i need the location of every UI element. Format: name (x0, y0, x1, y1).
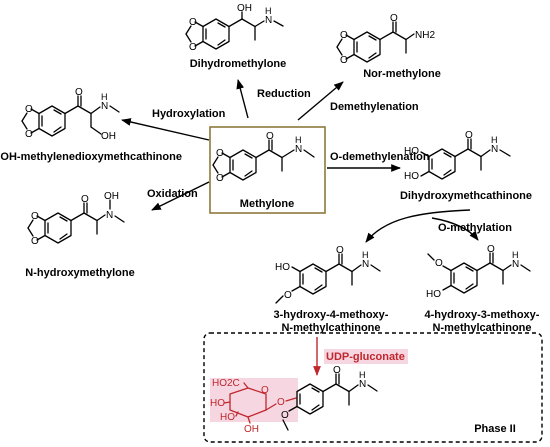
atom-o: O (25, 129, 33, 140)
hm1-structure: HO O O N H (275, 245, 381, 304)
demethylenation-arrow (297, 81, 344, 121)
reduction-arrow (236, 79, 249, 119)
atom-ho2c: HO2C (212, 378, 240, 389)
atom-oh: OH (104, 191, 119, 202)
atom-ho: HO (220, 412, 235, 423)
n-hydroxymethylone-structure: O O O N OH (27, 191, 125, 247)
atom-n: N (265, 15, 272, 26)
atom-oh: OH (244, 424, 259, 435)
atom-o: O (487, 244, 495, 255)
atom-n: N (106, 210, 113, 221)
atom-h: H (265, 6, 272, 16)
oh-methylenedioxy-structure: O O O OH N H (21, 87, 120, 142)
atom-o: O (284, 290, 292, 301)
hm2-structure: O HO O N H (426, 244, 531, 300)
dihydromethylone-label: Dihydromethylone (190, 58, 287, 70)
atom-o: O (277, 397, 285, 408)
atom-n: N (359, 379, 366, 390)
atom-o: O (336, 245, 344, 256)
phase-ii-box (203, 332, 543, 443)
atom-o: O (75, 87, 83, 98)
dihydroxymethcathinone-label: Dihydroxymethcathinone (400, 190, 532, 202)
udp-label: UDP-gluconate (326, 351, 405, 363)
oxidation-label: Oxidation (147, 188, 198, 200)
atom-o: O (31, 236, 39, 247)
phase-ii-label: Phase II (474, 423, 516, 435)
hydroxylation-label: Hydroxylation (152, 108, 226, 120)
atom-n: N (295, 144, 302, 155)
atom-ho: HO (404, 171, 419, 182)
dihydromethylone-structure: O O OH N H (185, 3, 284, 53)
atom-ho: HO (426, 289, 441, 300)
atom-n: N (362, 259, 369, 270)
atom-n: N (101, 101, 108, 112)
atom-o: O (31, 211, 39, 222)
odemethylenation-label: O-demethylenation (330, 151, 430, 163)
atom-nh2: NH2 (415, 30, 435, 41)
hm1-label-line1: 3-hydroxy-4-methoxy- (274, 309, 389, 321)
omethylation-label: O-methylation (438, 222, 512, 234)
atom-o: O (333, 365, 341, 376)
atom-o: O (281, 410, 289, 421)
atom-ho: HO (404, 146, 419, 157)
atom-h: H (362, 250, 369, 260)
atom-oh: OH (237, 3, 252, 14)
atom-n: N (491, 144, 498, 155)
omethylation-arrow-left (365, 209, 471, 243)
atom-o: O (390, 13, 398, 24)
normethylone-label: Nor-methylone (363, 68, 441, 80)
demethylenation-label: Demethylenation (330, 101, 419, 113)
atom-o: O (465, 130, 473, 141)
atom-o: O (25, 104, 33, 115)
atom-o: O (216, 148, 224, 159)
hm2-label-line1: 4-hydroxy-3-methoxy- (425, 309, 540, 321)
atom-n: N (512, 259, 519, 270)
methylone-frame (209, 126, 326, 214)
atom-h: H (359, 370, 366, 380)
reduction-label: Reduction (257, 88, 311, 100)
atom-h: H (295, 135, 302, 145)
atom-h: H (491, 135, 498, 145)
methylone-structure: O O O N H (212, 131, 315, 184)
atom-ho: HO (275, 262, 290, 273)
glucuronide-structure: O HO2C HO HO OH O (210, 378, 298, 435)
oxidation-arrow (151, 181, 210, 211)
aglycone-structure: O O N H (281, 365, 378, 431)
atom-o: O (340, 55, 348, 66)
atom-o: O (435, 258, 443, 269)
udp-highlight (324, 349, 408, 364)
omethylation-arrow-right (431, 217, 479, 241)
atom-o: O (216, 173, 224, 184)
atom-o: O (340, 30, 348, 41)
methylone-label: Methylone (240, 198, 294, 210)
atom-oh: OH (101, 131, 116, 142)
atom-ho: HO (210, 398, 225, 409)
hm1-label-line2: N-methylcathinone (281, 322, 380, 334)
atom-o: O (81, 194, 89, 205)
atom-o: O (261, 385, 269, 396)
n-hydroxymethylone-label: N-hydroxymethylone (25, 267, 134, 279)
atom-o: O (189, 17, 197, 28)
oh-methylenedioxy-label: 3'-OH-methylenedioxymethcathinone (0, 151, 182, 163)
atom-o: O (189, 42, 197, 53)
atom-h: H (101, 92, 108, 102)
atom-o: O (266, 131, 274, 142)
normethylone-structure: O O O NH2 (336, 13, 435, 66)
atom-h: H (512, 250, 519, 260)
dihydroxymethcathinone-structure: HO HO O N H (404, 130, 511, 182)
hm2-label-line2: N-methylcathinone (432, 322, 531, 334)
hydroxylation-arrow (121, 118, 210, 141)
